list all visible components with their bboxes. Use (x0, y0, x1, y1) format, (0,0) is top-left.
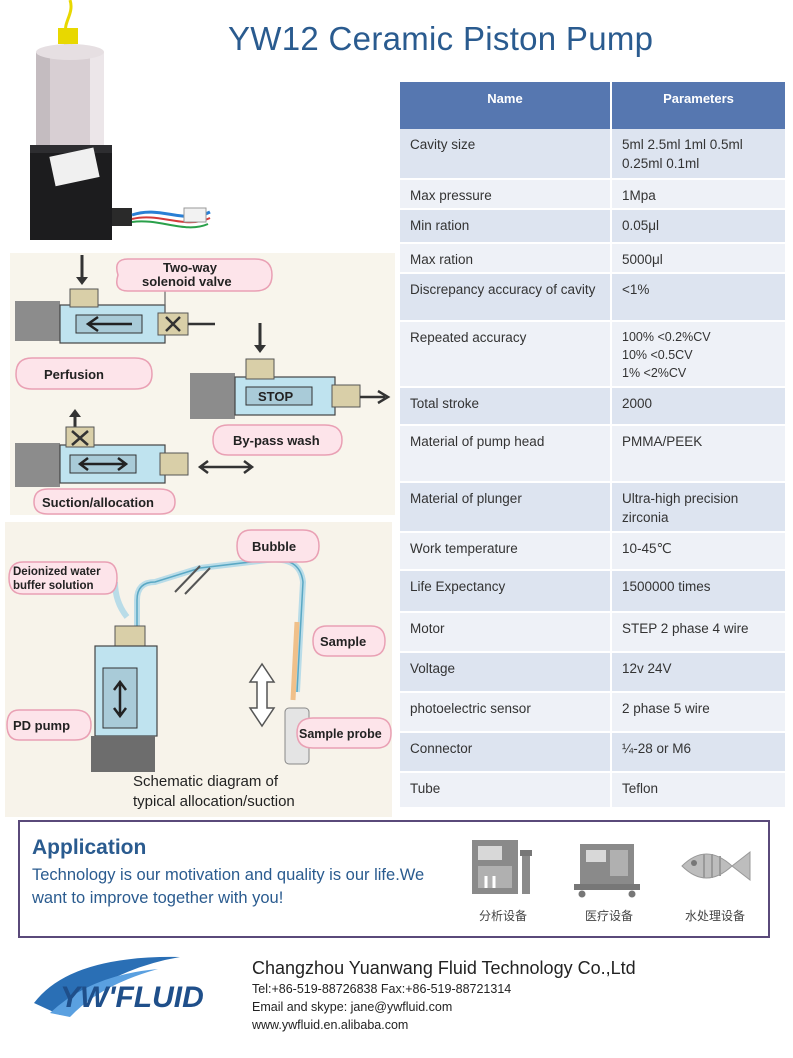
row-value: <1% (611, 273, 787, 322)
row-name: Connector (400, 732, 612, 773)
company-logo: YW'FLUID (34, 956, 204, 1017)
row-value: 0.05μl (611, 209, 787, 244)
row-value: Ultra-high precision zirconia (611, 482, 787, 533)
medical-device-label: 医疗设备 (584, 909, 633, 923)
header-name: Name (400, 82, 612, 129)
row-name: Max ration (400, 243, 612, 274)
row-name: Material of pump head (400, 425, 612, 483)
row-value: 12v 24V (611, 652, 787, 693)
row-name: Voltage (400, 652, 612, 693)
application-title: Application (32, 836, 147, 859)
row-name: photoelectric sensor (400, 692, 612, 733)
analyzer-label: 分析设备 (478, 909, 527, 923)
caption-line-2: typical allocation/suction (133, 793, 295, 810)
sample-label: Sample (320, 634, 366, 649)
row-name: Max pressure (400, 179, 612, 210)
row-value: ¼-28 or M6 (611, 732, 787, 773)
water-label-1: Deionized water (13, 566, 101, 578)
website: www.ywfluid.en.alibaba.com (252, 1018, 409, 1032)
application-item: 分析设备 (458, 836, 548, 924)
row-name: Min ration (400, 209, 612, 244)
pump-photo (30, 0, 211, 240)
application-item: 水处理设备 (670, 836, 760, 924)
row-name: Tube (400, 772, 612, 809)
row-name: Cavity size (400, 129, 612, 180)
row-value: 1Mpa (611, 179, 787, 210)
row-value: 5000μl (611, 243, 787, 274)
row-value: 1500000 times (611, 570, 787, 613)
probe-label: Sample probe (299, 727, 382, 741)
row-name: Total stroke (400, 387, 612, 426)
row-name: Life Expectancy (400, 570, 612, 613)
caption-line-1: Schematic diagram of (133, 773, 279, 790)
row-name: Discrepancy accuracy of cavity (400, 273, 612, 322)
pd-pump-label: PD pump (13, 718, 70, 733)
suction-label: Suction/allocation (42, 495, 154, 510)
company-name: Changzhou Yuanwang Fluid Technology Co.,… (252, 958, 636, 978)
page-title: YW12 Ceramic Piston Pump (228, 20, 654, 57)
bypass-label: By-pass wash (233, 433, 320, 448)
water-label-2: buffer solution (13, 580, 94, 592)
row-value: 2 phase 5 wire (611, 692, 787, 733)
fish-icon (681, 850, 751, 882)
row-value: 100% <0.2%CV 10% <0.5CV 1% <2%CV (611, 321, 787, 388)
row-value: 2000 (611, 387, 787, 426)
fish-label: 水处理设备 (684, 909, 745, 923)
email: Email and skype: jane@ywfluid.com (252, 1000, 453, 1014)
logo-text: YW'FLUID (60, 981, 204, 1014)
bubble-label: Bubble (252, 539, 296, 554)
row-value: 5ml 2.5ml 1ml 0.5ml 0.25ml 0.1ml (611, 129, 787, 180)
allocation-diagram: Deionized water buffer solution Bubble S… (5, 522, 392, 817)
row-value: 10-45℃ (611, 532, 787, 571)
row-name: Material of plunger (400, 482, 612, 533)
row-value: STEP 2 phase 4 wire (611, 612, 787, 653)
row-value: Teflon (611, 772, 787, 809)
phone-fax: Tel:+86-519-88726838 Fax:+86-519-8872131… (252, 982, 512, 996)
header-parameters: Parameters (611, 82, 787, 129)
application-section: Application Technology is our motivation… (18, 820, 770, 938)
row-name: Motor (400, 612, 612, 653)
row-name: Work temperature (400, 532, 612, 571)
perfusion-label: Perfusion (44, 367, 104, 382)
stop-label: STOP (258, 389, 293, 404)
analyzer-icon (472, 840, 532, 894)
row-name: Repeated accuracy (400, 321, 612, 388)
medical-device-icon (574, 844, 640, 898)
row-value: PMMA/PEEK (611, 425, 787, 483)
operation-diagram: Two-way solenoid valve Perfusion STOP By… (10, 253, 395, 515)
application-text: Technology is our motivation and quality… (32, 866, 425, 907)
valve-label-2: solenoid valve (142, 274, 232, 289)
valve-label-1: Two-way (163, 260, 218, 275)
application-item: 医疗设备 (564, 836, 654, 924)
